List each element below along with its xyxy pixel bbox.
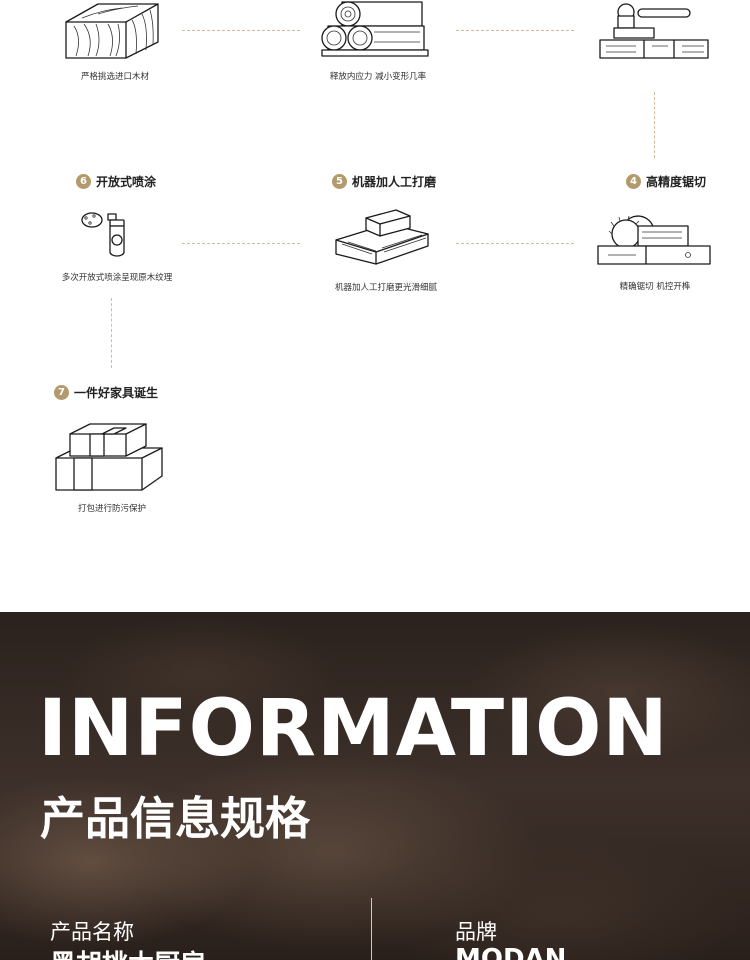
step-6-title: 6 开放式喷涂 bbox=[76, 173, 156, 190]
step-1-caption: 严格挑选进口木材 bbox=[60, 70, 170, 82]
connector-4-5 bbox=[456, 243, 574, 244]
info-heading: INFORMATION bbox=[38, 690, 669, 768]
step-5-number: 5 bbox=[332, 174, 347, 189]
circular-saw-icon bbox=[596, 212, 712, 268]
step-2-caption: 释放内应力 减小变形几率 bbox=[318, 70, 438, 82]
product-info-section: INFORMATION 产品信息规格 产品名称 黑胡桃木厨房 品牌 MODAN bbox=[0, 612, 750, 960]
brand-label: 品牌 bbox=[455, 916, 497, 946]
step-5-title: 5 机器加人工打磨 bbox=[332, 173, 436, 190]
step-6-number: 6 bbox=[76, 174, 91, 189]
connector-5-6 bbox=[182, 243, 300, 244]
step-5-label: 机器加人工打磨 bbox=[352, 173, 436, 190]
wood-clamp-icon bbox=[598, 0, 710, 62]
step-7-title: 7 一件好家具诞生 bbox=[54, 384, 158, 401]
step-4-label: 高精度锯切 bbox=[646, 173, 706, 190]
stacked-logs-icon bbox=[320, 0, 432, 60]
connector-1-2 bbox=[182, 30, 300, 31]
sanding-block-icon bbox=[334, 206, 432, 272]
step-4-number: 4 bbox=[626, 174, 641, 189]
step-6-label: 开放式喷涂 bbox=[96, 173, 156, 190]
step-7-caption: 打包进行防污保护 bbox=[52, 502, 172, 514]
process-section: 严格挑选进口木材 释放内应力 减小变形几率 bbox=[0, 0, 750, 612]
connector-6-7 bbox=[111, 298, 112, 368]
step-5-caption: 机器加人工打磨更光滑细腻 bbox=[326, 281, 446, 293]
step-7-label: 一件好家具诞生 bbox=[74, 384, 158, 401]
step-4-caption: 精确锯切 机控开榫 bbox=[600, 280, 710, 292]
product-name-label: 产品名称 bbox=[50, 916, 134, 946]
packaged-boxes-icon bbox=[54, 422, 166, 494]
step-7-number: 7 bbox=[54, 385, 69, 400]
brand-value: MODAN bbox=[455, 944, 566, 960]
step-4-title: 4 高精度锯切 bbox=[626, 173, 706, 190]
info-divider bbox=[371, 898, 372, 960]
connector-3-4 bbox=[654, 92, 655, 158]
spray-can-icon bbox=[80, 208, 136, 260]
product-name-value: 黑胡桃木厨房 bbox=[50, 944, 206, 960]
step-6-caption: 多次开放式喷涂呈现原木纹理 bbox=[52, 271, 182, 283]
info-subheading: 产品信息规格 bbox=[40, 796, 310, 841]
timber-block-icon bbox=[62, 0, 162, 62]
connector-2-3 bbox=[456, 30, 574, 31]
